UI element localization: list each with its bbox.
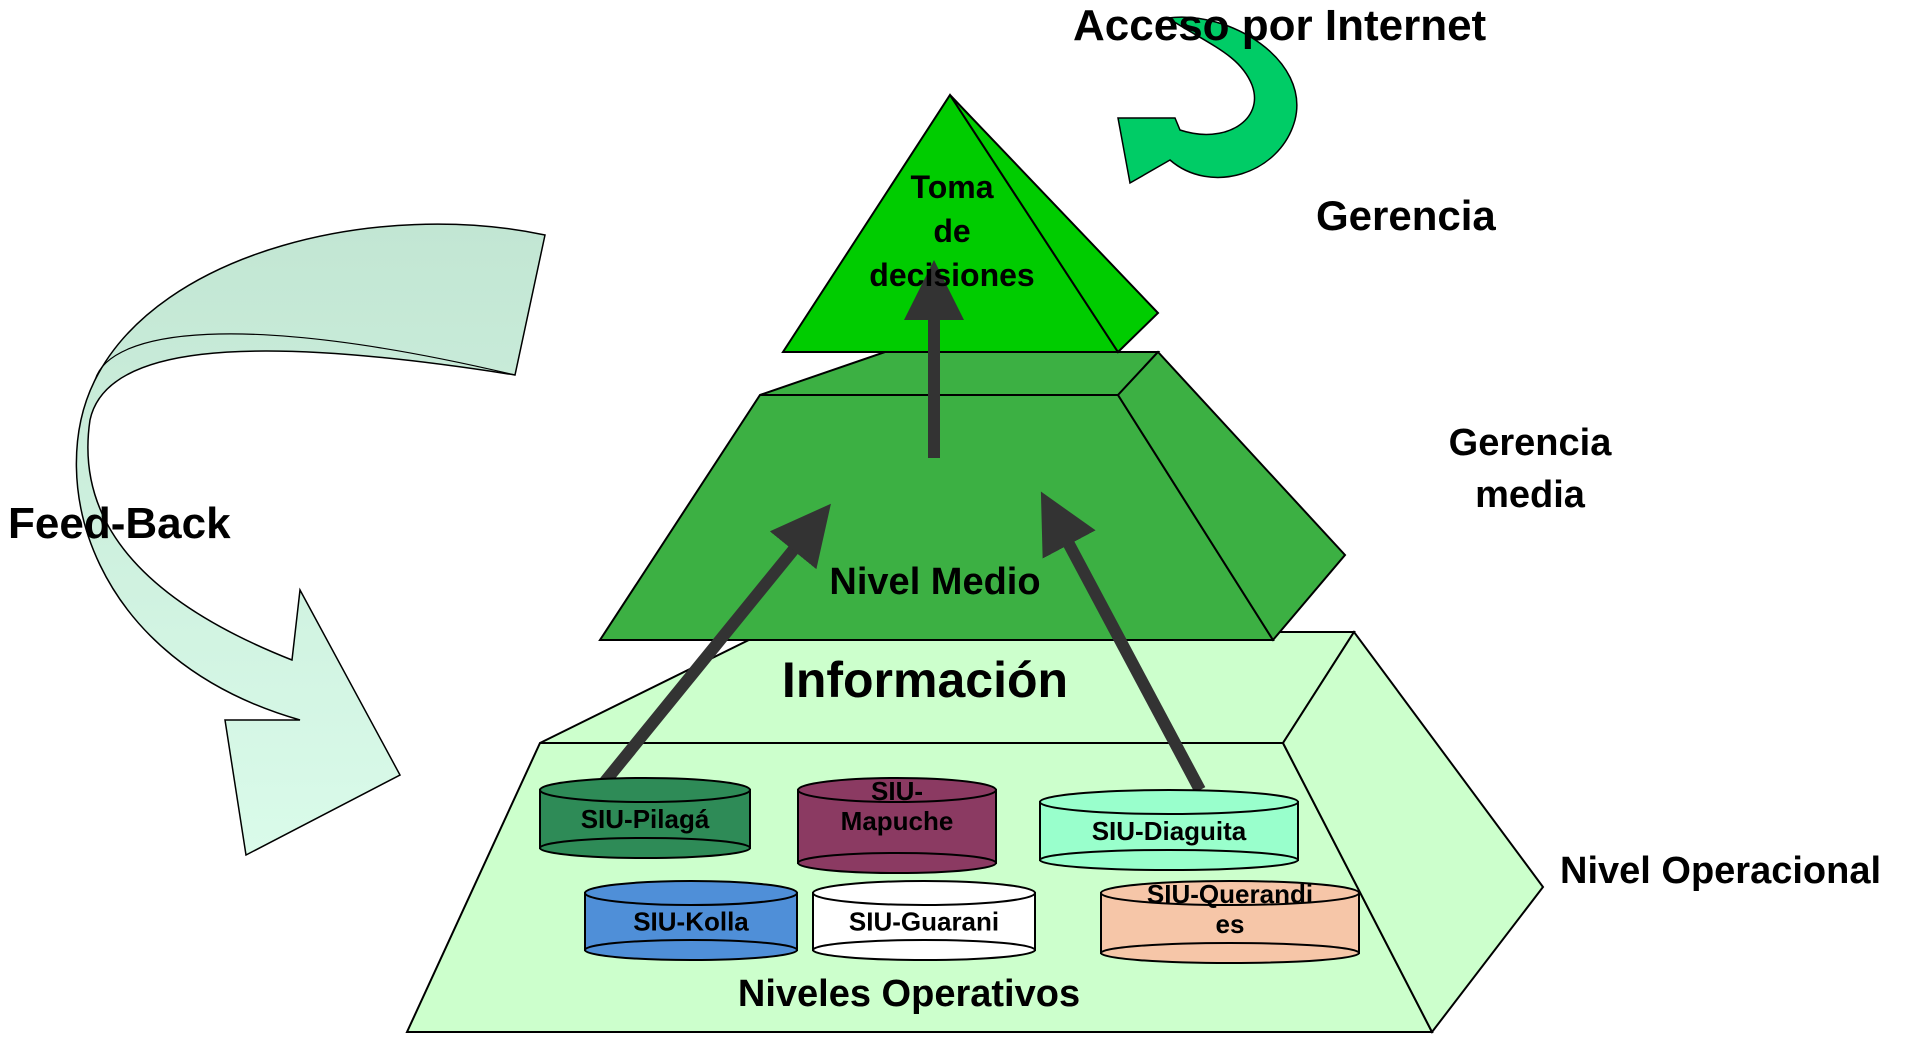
feedback-arrow [75,223,546,857]
system-label: SIU-Pilagá [581,804,710,834]
cylinder-top [539,777,751,803]
gerencia-media-label-line2: media [1475,474,1586,516]
systems-group: SIU-Pilagá SIU-Mapuche SIU-Diaguita SIU-… [539,776,1360,964]
cylinder-top [1039,789,1299,815]
cylinder-top [812,880,1036,906]
nivel-operacional-label: Nivel Operacional [1560,850,1881,892]
cylinder-bottom [1100,942,1360,964]
feedback-label: Feed-Back [8,499,231,548]
cylinder-bottom [1039,849,1299,871]
system-label: SIU-Diaguita [1092,816,1247,846]
system-label: SIU-Guarani [849,907,999,937]
system-cylinder: SIU-Pilagá [539,777,751,859]
toma-label-line3: decisiones [869,257,1034,293]
cylinder-top [797,777,997,803]
cylinder-bottom [812,939,1036,961]
system-cylinder: SIU-Guarani [812,880,1036,961]
cylinder-top [1100,880,1360,906]
system-cylinder: SIU-Diaguita [1039,789,1299,871]
cylinder-bottom [539,837,751,859]
system-label: SIU-Kolla [633,907,749,937]
flow-arrow-left [585,503,831,804]
niveles-operativos-label: Niveles Operativos [738,973,1080,1015]
system-cylinder: SIU-Mapuche [797,776,997,874]
flow-arrows [585,260,1206,804]
toma-label-line2: de [933,213,970,249]
system-label: SIU-Mapuche [841,776,954,836]
internet-arrow [1117,16,1298,185]
informacion-label: Información [782,652,1068,708]
gerencia-media-label-line1: Gerencia [1449,422,1613,464]
gerencia-label: Gerencia [1316,192,1496,239]
internet-label: Acceso por Internet [1073,1,1487,50]
system-cylinder: SIU-Kolla [584,880,798,961]
flow-arrow-right [1040,491,1206,793]
toma-label-line1: Toma [911,169,994,205]
cylinder-bottom [797,852,997,874]
top-tier [781,93,1160,354]
cylinder-bottom [584,939,798,961]
nivel-medio-label: Nivel Medio [829,561,1040,603]
cylinder-top [584,880,798,906]
